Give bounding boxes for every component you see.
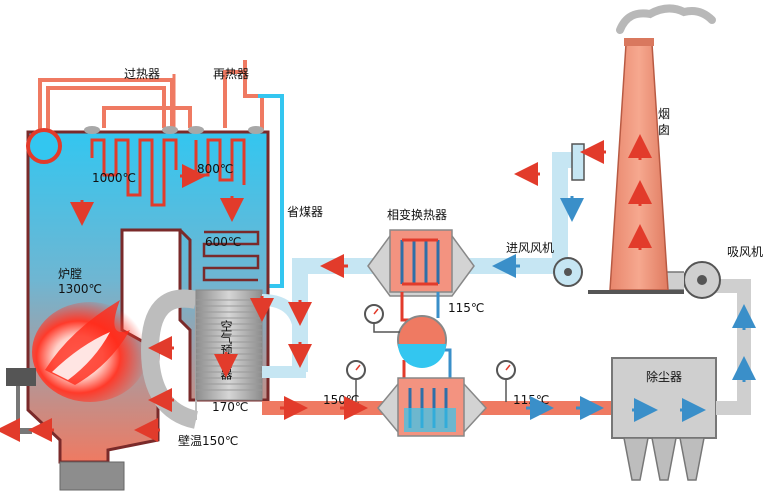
wall-temp-label: 壁温150℃: [178, 433, 238, 448]
steam-pipes: [38, 60, 284, 288]
dust-collector-label: 除尘器: [646, 369, 682, 384]
reheater-label: 再热器: [213, 67, 249, 81]
fd-fan-label: 进风风机: [506, 241, 554, 255]
temp-1000-label: 1000℃: [92, 171, 136, 185]
flow-arrows: [0, 134, 756, 442]
temp-600-label: 600℃: [205, 235, 241, 249]
chimney: [588, 4, 716, 294]
ash-hopper: [59, 461, 125, 491]
economizer-label: 省煤器: [287, 205, 323, 219]
temp-170-label: 170℃: [212, 400, 248, 414]
furnace-temp-label: 1300℃: [58, 282, 102, 296]
separator-tank: [397, 315, 447, 368]
steam-drum: [26, 128, 62, 164]
thermometer-150: [346, 360, 366, 402]
smoke: [616, 4, 716, 34]
phase-change-hx-label: 相变换热器: [387, 207, 447, 222]
air-preheater-label: 空气预热器: [219, 320, 233, 381]
phase-change-hx-upper: [367, 229, 475, 297]
phase-change-hx-lower: [377, 377, 488, 437]
id-fan-duct: [712, 279, 751, 415]
pressure-gauge-upper: [364, 304, 400, 333]
chimney-label-1: 烟: [658, 107, 670, 121]
id-fan-label: 吸风机: [727, 245, 763, 259]
thermometer-115: [496, 360, 516, 402]
temp-115-top-label: 115℃: [448, 301, 484, 315]
furnace-label: 炉膛: [58, 267, 82, 281]
forced-draft-fan: [553, 143, 585, 287]
chimney-label-2: 囱: [658, 123, 670, 137]
burner: [6, 368, 36, 386]
temp-115-bottom-label: 115℃: [513, 393, 549, 407]
induced-draft-fan: [659, 261, 721, 299]
temp-150-label: 150℃: [323, 393, 359, 407]
temp-800-label: 800℃: [197, 162, 233, 176]
superheater-label: 过热器: [124, 67, 160, 81]
